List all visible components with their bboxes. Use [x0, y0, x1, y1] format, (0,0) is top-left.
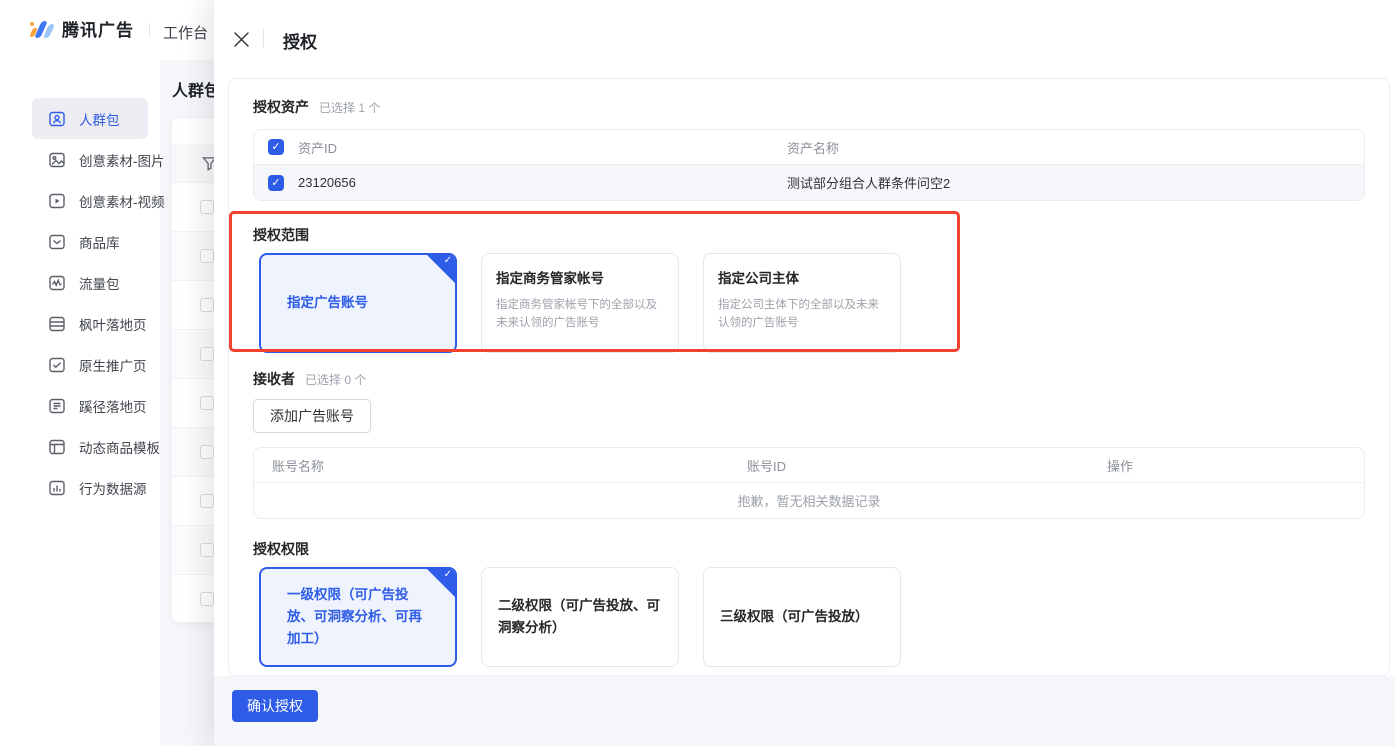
scope-option-business-manager[interactable]: 指定商务管家帐号 指定商务管家帐号下的全部以及未来认领的广告账号 — [481, 253, 679, 353]
scope-option-title: 指定公司主体 — [718, 271, 799, 286]
row-checkbox[interactable]: ✓ — [268, 174, 284, 191]
receiver-table-header-row: 账号名称 账号ID 操作 — [254, 448, 1364, 483]
template-icon — [48, 438, 66, 456]
audience-icon — [48, 110, 66, 128]
checkbox[interactable] — [200, 396, 214, 410]
select-all-checkbox[interactable]: ✓ — [268, 139, 284, 155]
asset-name-column-header: 资产名称 — [787, 140, 840, 156]
permission-option-title: 二级权限（可广告投放、可洞察分析） — [498, 598, 660, 635]
sidebar-item-audience-pack[interactable]: 人群包 — [32, 98, 148, 139]
workspace-nav-item[interactable]: 工作台 — [163, 25, 209, 42]
checkbox[interactable] — [200, 592, 214, 606]
scope-option-title: 指定广告账号 — [287, 295, 368, 310]
add-ad-account-button[interactable]: 添加广告账号 — [253, 399, 371, 433]
video-icon — [48, 192, 66, 210]
drawer-footer: 确认授权 — [214, 676, 1395, 746]
asset-id-value: 23120656 — [298, 175, 356, 190]
path-page-icon — [48, 397, 66, 415]
native-page-icon — [48, 356, 66, 374]
header-divider — [149, 23, 150, 38]
receiver-selected-count: 已选择 0 个 — [305, 373, 367, 387]
asset-section-header: 授权资产 已选择 1 个 — [253, 97, 1365, 117]
sidebar-item-native-promo-page[interactable]: 原生推广页 — [32, 344, 148, 385]
sidebar-item-label: 枫叶落地页 — [79, 317, 147, 333]
selected-check-icon: ✓ — [443, 255, 452, 266]
account-name-column-header: 账号名称 — [272, 458, 325, 474]
checkbox[interactable] — [200, 200, 214, 214]
asset-table: ✓ 资产ID 资产名称 ✓ 23120656 测试部分组合人群条件问空2 — [253, 129, 1365, 201]
product-library-icon — [48, 233, 66, 251]
page-title: 人群包 — [172, 83, 221, 100]
checkbox[interactable] — [200, 543, 214, 557]
scope-option-company-entity[interactable]: 指定公司主体 指定公司主体下的全部以及未来认领的广告账号 — [703, 253, 901, 353]
authorization-panel: 授权资产 已选择 1 个 ✓ 资产ID 资产名称 ✓ 23120656 测试部分… — [228, 78, 1390, 676]
scope-option-title: 指定商务管家帐号 — [496, 271, 604, 286]
sidebar-item-label: 动态商品模板 — [79, 440, 160, 456]
sidebar: 人群包 创意素材-图片 创意素材-视频 商品库 流量包 枫叶落地页 — [0, 60, 165, 746]
asset-id-column-header: 资产ID — [298, 140, 338, 156]
image-icon — [48, 151, 66, 169]
scope-option-ad-account[interactable]: 指定广告账号 ✓ — [259, 253, 457, 353]
tencent-ads-logo-icon — [28, 18, 56, 40]
sidebar-item-xijing-landing-page[interactable]: 蹊径落地页 — [32, 385, 148, 426]
receiver-table: 账号名称 账号ID 操作 抱歉，暂无相关数据记录 — [253, 447, 1365, 519]
empty-state-text: 抱歉，暂无相关数据记录 — [737, 494, 881, 509]
sidebar-item-label: 蹊径落地页 — [79, 399, 147, 415]
landing-rows-icon — [48, 315, 66, 333]
asset-section-title: 授权资产 — [253, 99, 309, 115]
scope-section-header: 授权范围 — [253, 225, 1365, 245]
checkbox[interactable] — [200, 445, 214, 459]
account-id-column-header: 账号ID — [747, 458, 787, 474]
sidebar-item-product-library[interactable]: 商品库 — [32, 221, 148, 262]
close-icon[interactable] — [230, 28, 252, 50]
asset-name-value: 测试部分组合人群条件问空2 — [787, 176, 951, 191]
receiver-section-header: 接收者 已选择 0 个 — [253, 369, 1365, 389]
sidebar-item-creative-image[interactable]: 创意素材-图片 — [32, 139, 165, 180]
sidebar-item-label: 原生推广页 — [79, 358, 147, 374]
brand-name: 腾讯广告 — [62, 21, 134, 40]
sidebar-item-maple-landing-page[interactable]: 枫叶落地页 — [32, 303, 148, 344]
sidebar-item-label: 流量包 — [79, 276, 120, 292]
asset-table-row[interactable]: ✓ 23120656 测试部分组合人群条件问空2 — [254, 165, 1364, 200]
permission-option-level2[interactable]: 二级权限（可广告投放、可洞察分析） — [481, 567, 679, 667]
permission-options-row: 一级权限（可广告投放、可洞察分析、可再加工） ✓ 二级权限（可广告投放、可洞察分… — [259, 567, 1365, 667]
scope-option-desc: 指定商务管家帐号下的全部以及未来认领的广告账号 — [496, 299, 657, 329]
receiver-section-title: 接收者 — [253, 371, 295, 387]
data-source-icon — [48, 479, 66, 497]
drawer-title: 授权 — [283, 33, 317, 52]
scope-options-row: 指定广告账号 ✓ 指定商务管家帐号 指定商务管家帐号下的全部以及未来认领的广告账… — [259, 253, 1365, 353]
permission-section-header: 授权权限 — [253, 539, 1365, 559]
sidebar-item-behavior-data-source[interactable]: 行为数据源 — [32, 467, 148, 508]
asset-selected-count: 已选择 1 个 — [319, 101, 381, 115]
brand-logo[interactable]: 腾讯广告 — [28, 16, 134, 41]
permission-section-title: 授权权限 — [253, 541, 309, 557]
drawer-header: 授权 — [214, 0, 1395, 60]
sidebar-item-creative-video[interactable]: 创意素材-视频 — [32, 180, 165, 221]
permission-option-level1[interactable]: 一级权限（可广告投放、可洞察分析、可再加工） ✓ — [259, 567, 457, 667]
sidebar-item-label: 创意素材-图片 — [79, 153, 165, 169]
sidebar-item-label: 商品库 — [79, 235, 120, 251]
traffic-icon — [48, 274, 66, 292]
sidebar-item-label: 行为数据源 — [79, 481, 147, 497]
permission-option-title: 三级权限（可广告投放） — [720, 609, 869, 624]
scope-section-title: 授权范围 — [253, 227, 309, 243]
asset-table-header-row: ✓ 资产ID 资产名称 — [254, 130, 1364, 165]
authorization-drawer: 授权 授权资产 已选择 1 个 ✓ 资产ID 资产名称 ✓ 23120656 测… — [214, 0, 1395, 746]
scope-option-desc: 指定公司主体下的全部以及未来认领的广告账号 — [718, 299, 879, 329]
checkbox[interactable] — [200, 494, 214, 508]
permission-option-level3[interactable]: 三级权限（可广告投放） — [703, 567, 901, 667]
permission-option-title: 一级权限（可广告投放、可洞察分析、可再加工） — [287, 587, 422, 646]
confirm-authorize-button[interactable]: 确认授权 — [232, 690, 318, 722]
sidebar-item-label: 创意素材-视频 — [79, 194, 165, 210]
sidebar-item-dynamic-product-template[interactable]: 动态商品模板 — [32, 426, 160, 467]
selected-check-icon: ✓ — [443, 569, 452, 580]
action-column-header: 操作 — [1107, 458, 1134, 474]
sidebar-item-traffic-pack[interactable]: 流量包 — [32, 262, 148, 303]
checkbox[interactable] — [200, 347, 214, 361]
drawer-header-divider — [263, 29, 264, 47]
checkbox[interactable] — [200, 298, 214, 312]
checkbox[interactable] — [200, 249, 214, 263]
sidebar-item-label: 人群包 — [79, 112, 120, 128]
